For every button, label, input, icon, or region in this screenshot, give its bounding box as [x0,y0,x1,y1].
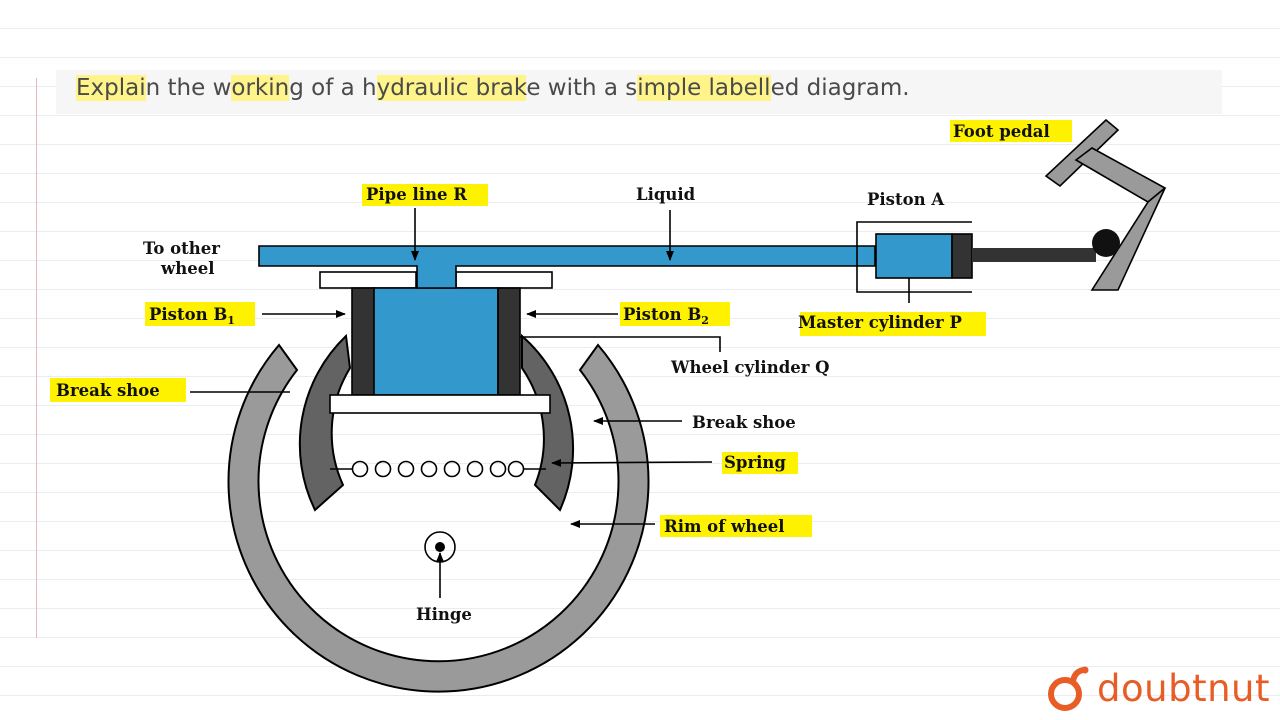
foot-pedal-plate [1044,118,1120,188]
piston-b1-block [351,287,375,396]
highlight-foot-pedal [950,120,1072,142]
highlight-piston-b2 [620,302,730,326]
highlight-rim [660,515,812,537]
break-shoe-right [521,333,575,512]
highlight-master-cylinder [800,312,986,336]
question-segment-1: n the w [145,75,232,101]
arrow-spring [551,458,713,467]
label-break-shoe-left: Break shoe [56,381,160,400]
wheel-cylinder-liquid [372,287,499,396]
doubtnut-logo-text: doubtnut [1097,667,1270,710]
label-pipe-line: Pipe line R [366,185,467,204]
question-segment-6: imple labell [637,75,771,101]
question-segment-3: g of a h [289,75,377,101]
label-spring: Spring [724,453,786,472]
margin-line [36,78,37,638]
wheel-cylinder-plate-top-right [455,271,553,289]
highlight-piston-b1 [145,302,255,326]
question-segment-7: ed diagram. [770,75,910,101]
label-break-shoe-right: Break shoe [692,413,796,432]
pedal-pivot [1092,229,1120,257]
label-piston-b1-text: Piston B [149,305,227,324]
label-to-other-wheel-line2: wheel [160,259,214,278]
label-piston-b1-subscript: 1 [227,314,235,327]
master-cylinder-liquid [875,233,953,279]
label-foot-pedal: Foot pedal [953,122,1050,141]
label-liquid: Liquid [636,185,696,204]
label-piston-b1: Piston B1 [149,305,235,327]
label-master-cylinder: Master cylinder P [798,313,962,332]
label-to-other-wheel-line1: To other [143,239,220,258]
piston-a-block [951,233,973,279]
rim-of-wheel [227,343,650,693]
label-hinge: Hinge [416,605,472,624]
doubtnut-logo-icon [1048,666,1089,711]
highlight-pipe-line [362,184,488,206]
master-cylinder-casing [856,221,972,293]
question-text: Explain the working of a hydraulic brake… [76,70,910,106]
label-wheel-cylinder: Wheel cylinder Q [670,358,830,377]
label-piston-b2-subscript: 2 [701,314,709,327]
question-segment-5: e with a s [526,75,638,101]
piston-rod [972,248,1096,262]
highlight-break-shoe-left [50,378,186,402]
label-piston-a: Piston A [867,190,944,209]
foot-pedal-lever [1090,187,1166,291]
question-segment-2: orkin [231,75,290,101]
label-piston-b2: Piston B2 [623,305,709,327]
wheel-cylinder-plate-top-left [319,271,417,289]
leader-lines [190,208,910,598]
wheel-cylinder-plate-bottom [329,394,551,414]
label-rim-of-wheel: Rim of wheel [664,517,785,536]
break-shoe-left [298,333,352,512]
label-piston-b2-text: Piston B [623,305,701,324]
piston-b2-block [497,287,521,396]
question-segment-0: Explai [76,75,146,101]
line-wheel-cylinder [520,336,721,352]
doubtnut-logo: doubtnut [1043,666,1270,712]
highlight-spring [722,452,798,474]
spring-coil [330,460,546,478]
question-segment-4: ydraulic brak [376,75,527,101]
hinge-inner [435,542,445,552]
foot-pedal-arm [1074,147,1167,203]
